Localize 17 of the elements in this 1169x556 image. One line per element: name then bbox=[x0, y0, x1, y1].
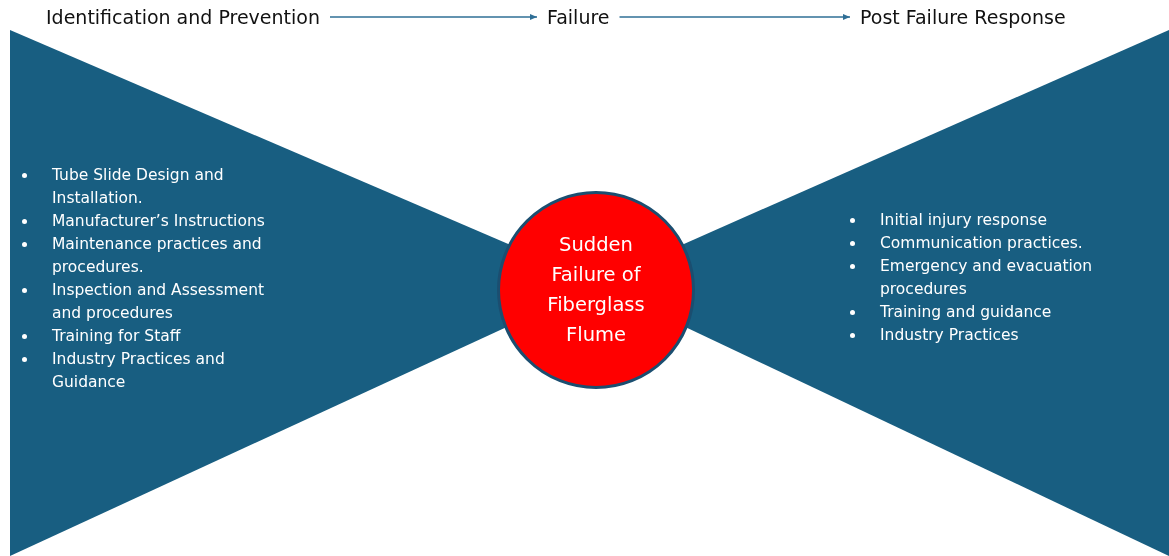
list-item: Communication practices. bbox=[880, 234, 1083, 252]
stage-heading: Post Failure Response bbox=[860, 6, 1066, 28]
stage-heading: Failure bbox=[547, 6, 610, 28]
list-item: Training for Staff bbox=[52, 327, 181, 345]
stage-heading: Identification and Prevention bbox=[46, 6, 320, 28]
arrow bbox=[329, 14, 538, 20]
list-item: Manufacturer’s Instructions bbox=[52, 212, 265, 230]
list-item: Inspection and Assessment and procedures bbox=[52, 281, 265, 322]
list-item: Training and guidance bbox=[880, 303, 1052, 321]
list-item: Maintenance practices and procedures. bbox=[52, 235, 262, 276]
list-item: Industry Practices bbox=[880, 326, 1019, 344]
list-item: Tube Slide Design and Installation. bbox=[52, 166, 224, 207]
list-item: Emergency and evacuation procedures bbox=[880, 257, 1093, 298]
circle-label: Sudden Failure of Fiberglass Flume bbox=[546, 232, 646, 348]
list-item: Initial injury response bbox=[880, 211, 1047, 229]
list-item: Industry Practices and Guidance bbox=[52, 350, 225, 391]
arrow bbox=[618, 14, 851, 20]
